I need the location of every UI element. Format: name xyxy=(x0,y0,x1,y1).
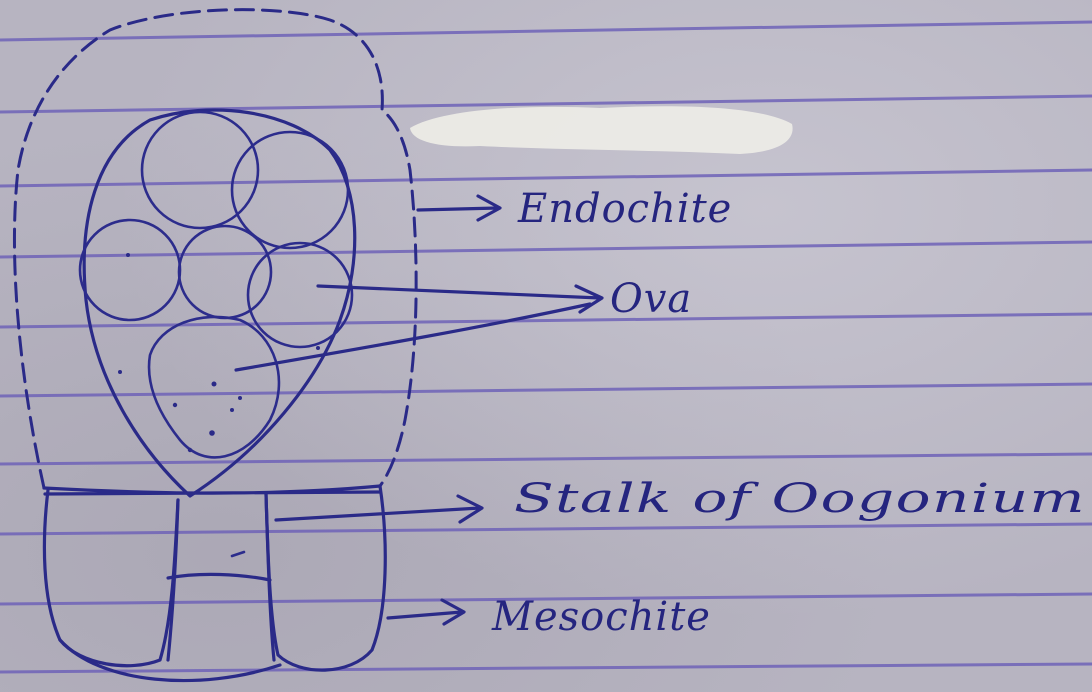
stalk-mark xyxy=(232,552,244,556)
arrow-ova-1 xyxy=(318,286,602,312)
label-ova: Ova xyxy=(610,276,692,322)
cytoplasm-dots xyxy=(118,253,320,452)
stalk-cell xyxy=(168,494,274,660)
mesochite-left-lobe xyxy=(44,490,178,666)
ovum xyxy=(232,132,348,248)
oogonium-body xyxy=(84,110,355,496)
stalk-band xyxy=(44,486,380,494)
label-stalk-of-oogonium: Stalk of Oogonium xyxy=(514,476,1086,522)
label-endochite: Endochite xyxy=(517,186,732,232)
arrow-mesochite xyxy=(388,600,464,624)
arrow-stalk xyxy=(276,496,482,522)
arrows xyxy=(236,196,602,624)
label-mesochite: Mesochite xyxy=(491,594,711,640)
ovum xyxy=(142,112,258,228)
ovum xyxy=(149,317,279,458)
ovum xyxy=(179,226,271,318)
ovum xyxy=(80,220,180,320)
correction-fluid-smear xyxy=(410,106,793,154)
arrow-endochite xyxy=(418,196,500,220)
